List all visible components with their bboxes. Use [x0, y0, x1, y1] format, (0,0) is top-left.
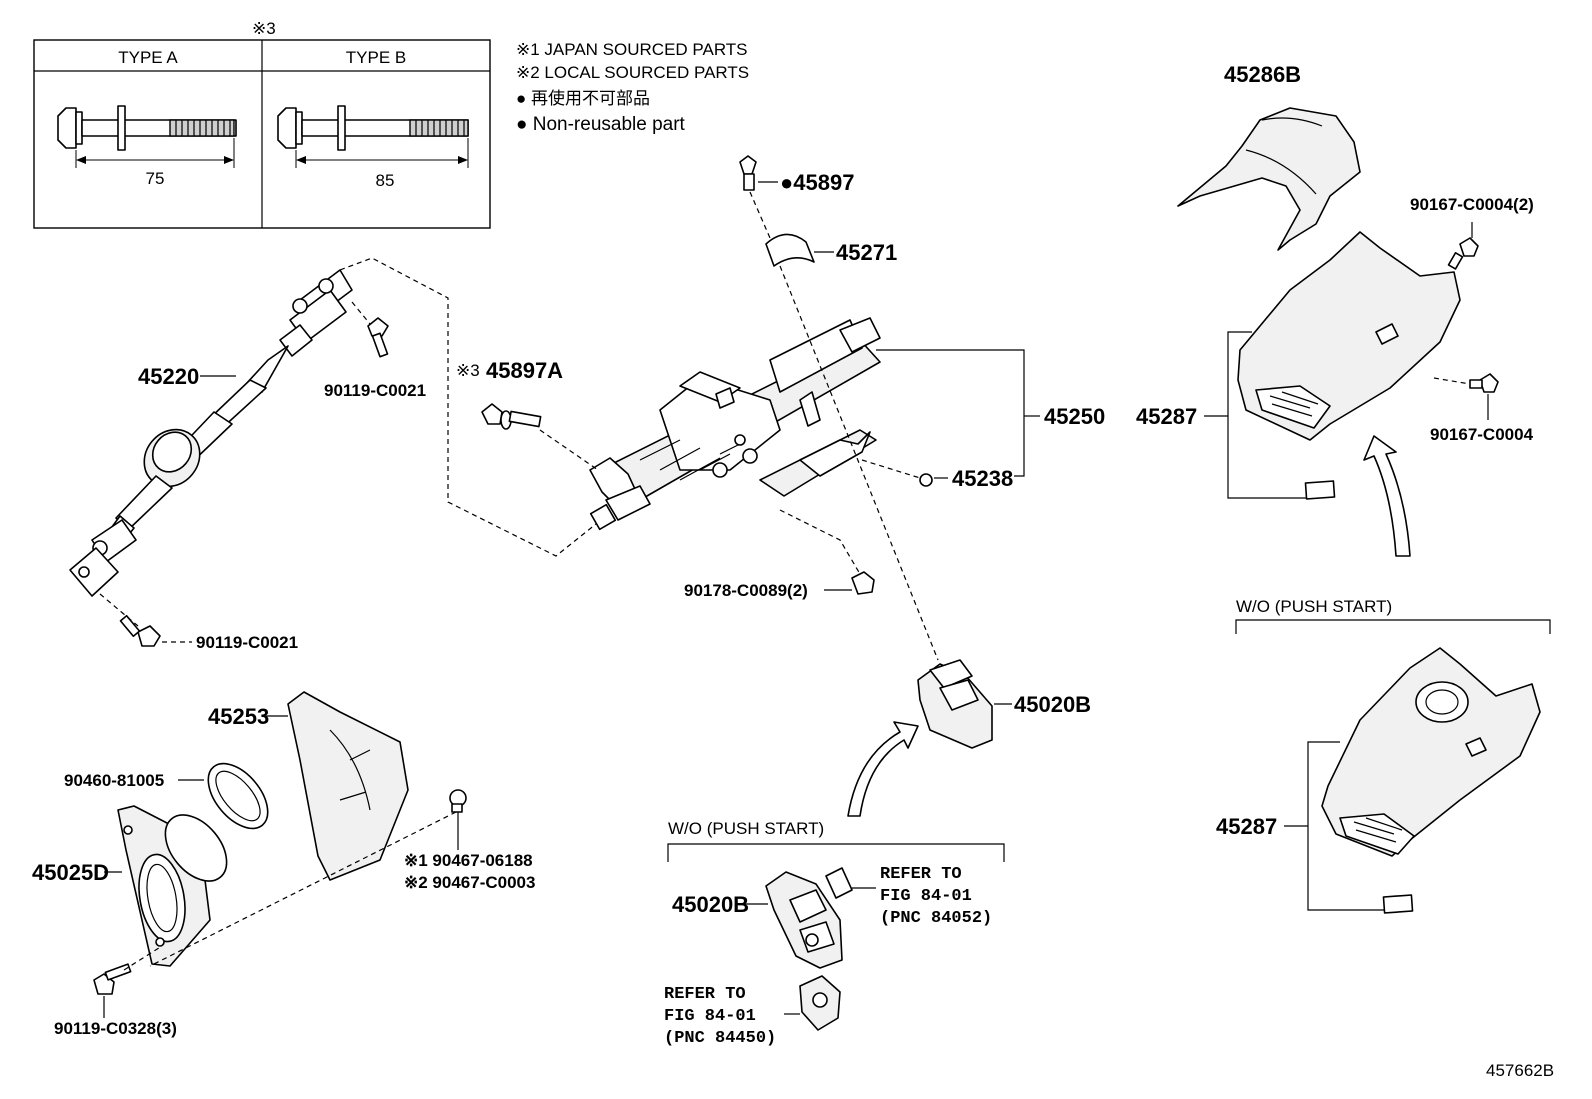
label-45897: ●45897: [780, 170, 854, 195]
clip-45271-icon: [765, 233, 815, 267]
label-45253: 45253: [208, 704, 269, 729]
note-non-reusable-en: ● Non-reusable part: [516, 114, 686, 135]
label-45020B-bottom: 45020B: [672, 892, 749, 917]
wo-push-start-right-label: W/O (PUSH START): [1236, 597, 1392, 616]
label-45250: 45250: [1044, 404, 1105, 429]
key-reminder-part-icon: [799, 975, 841, 1031]
label-45286B: 45286B: [1224, 62, 1301, 87]
upper-cover-45286B: [1177, 107, 1361, 251]
note-non-reusable-jp: ● 再使用不可部品: [516, 88, 650, 108]
label-90460-81005: 90460-81005: [64, 771, 164, 790]
screw-90167-icon: [1469, 373, 1499, 393]
label-90119-C0328: 90119-C0328(3): [54, 1019, 177, 1038]
lower-cover-45287-top: [1237, 231, 1461, 441]
clip-90467-icon: [449, 789, 467, 813]
notes-block: ※1 JAPAN SOURCED PARTS ※2 LOCAL SOURCED …: [516, 40, 749, 135]
bolt-90119-C0328-icon: [93, 963, 132, 995]
label-45897A-mark: ※3: [456, 361, 480, 380]
type-a-label: TYPE A: [118, 48, 178, 67]
type-a-dimension: 75: [146, 169, 165, 188]
arrow-to-45287: [1363, 435, 1411, 557]
label-45020B-top: 45020B: [1014, 692, 1091, 717]
label-45897A: 45897A: [486, 358, 563, 383]
label-90119-C0021-top: 90119-C0021: [324, 381, 426, 400]
seal-ring-90460: [207, 762, 269, 830]
lock-housing-45020B-top: [917, 659, 993, 749]
label-90119-C0021-bottom: 90119-C0021: [196, 633, 298, 652]
lower-cover-45287-bottom: [1321, 647, 1541, 857]
bolt-45897-icon: [739, 155, 757, 191]
bolt-type-legend: ※3 TYPE A TYPE B 75: [33, 19, 491, 229]
label-90467-C0003: ※2 90467-C0003: [404, 873, 535, 892]
note-local-sourced: ※2 LOCAL SOURCED PARTS: [516, 63, 749, 82]
label-90167-C0004-2: 90167-C0004(2): [1410, 195, 1534, 214]
switch-part-icon: [825, 867, 853, 899]
bolt-45897A-icon: [481, 403, 542, 430]
nut-90178-icon: [851, 571, 875, 595]
label-45287-top: 45287: [1136, 404, 1197, 429]
screw-90167-2-icon: [1447, 237, 1479, 270]
label-45220: 45220: [138, 364, 199, 389]
label-90467-06188: ※1 90467-06188: [404, 851, 533, 870]
bolt-90119-top-icon: [367, 317, 389, 358]
note-japan-sourced: ※1 JAPAN SOURCED PARTS: [516, 40, 748, 59]
label-90167-C0004: 90167-C0004: [1430, 425, 1534, 444]
refer-to-1-line2: FIG 84-01: [880, 887, 972, 906]
refer-to-2-line1: REFER TO: [664, 985, 746, 1004]
refer-to-2-line2: FIG 84-01: [664, 1007, 756, 1026]
type-b-label: TYPE B: [346, 48, 406, 67]
label-45287-bottom: 45287: [1216, 814, 1277, 839]
type-a-bolt-icon: [57, 105, 237, 168]
wo-push-start-center-label: W/O (PUSH START): [668, 819, 824, 838]
label-45025D: 45025D: [32, 860, 109, 885]
label-90178-C0089: 90178-C0089(2): [684, 581, 808, 600]
refer-to-1-line3: (PNC 84052): [880, 909, 992, 928]
bushing-45238-icon: [919, 473, 933, 487]
boot-45025D: [117, 805, 228, 967]
diagram-id: 457662B: [1486, 1061, 1554, 1080]
refer-to-1-line1: REFER TO: [880, 865, 962, 884]
lock-cylinder-45020B-bottom: [765, 871, 843, 969]
intermediate-shaft-drawing: [69, 269, 353, 597]
legend-note-mark: ※3: [252, 19, 276, 38]
arrow-to-45020B: [847, 721, 919, 817]
type-b-bolt-icon: [277, 105, 469, 168]
column-hole-cover-45253: [287, 691, 409, 881]
bolt-90119-bottom-icon: [119, 614, 161, 647]
type-b-dimension: 85: [376, 171, 395, 190]
refer-to-2-line3: (PNC 84450): [664, 1029, 776, 1048]
steering-column-drawing: [589, 317, 881, 531]
label-45238: 45238: [952, 466, 1013, 491]
label-45271: 45271: [836, 240, 897, 265]
